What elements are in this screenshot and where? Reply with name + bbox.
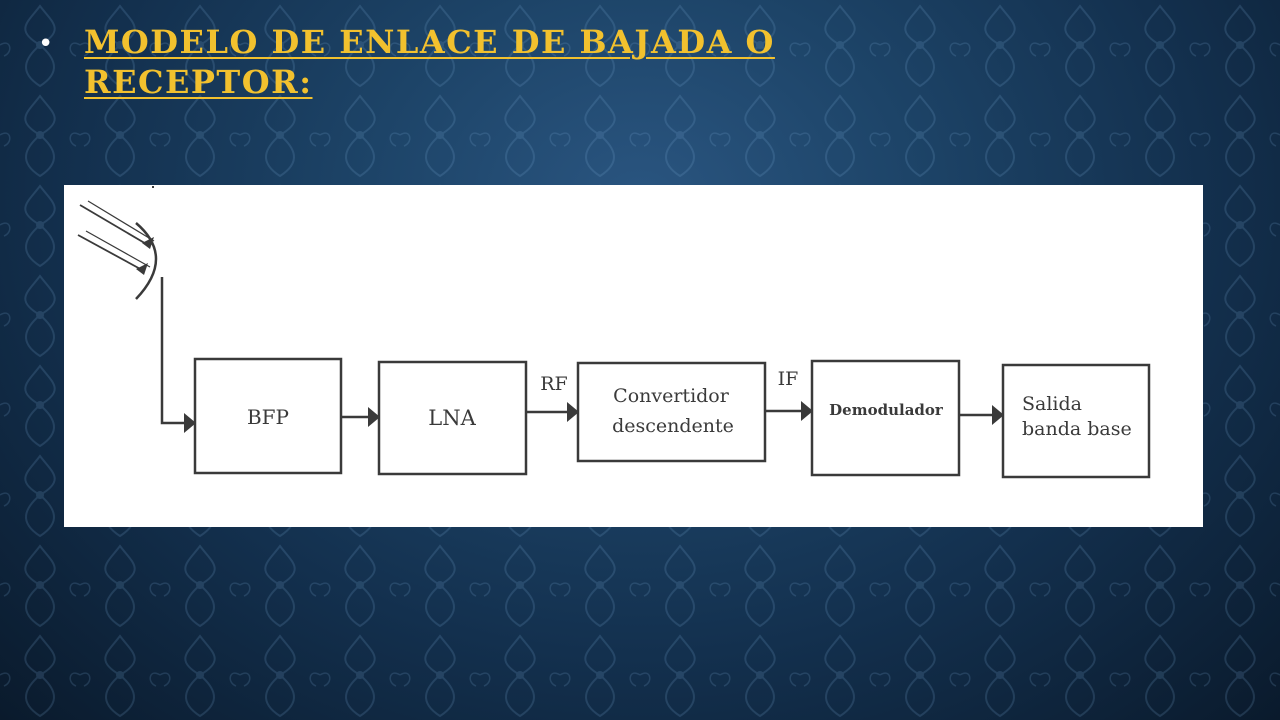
convertidor-label-line1: Convertidor <box>613 385 730 407</box>
rf-label: RF <box>540 373 568 395</box>
demodulador-block <box>810 359 961 477</box>
if-label: IF <box>778 368 799 390</box>
lna-label: LNA <box>428 406 476 430</box>
satellite-dish-icon <box>77 186 158 300</box>
arrow-to-demodulador <box>801 401 813 421</box>
arrow-to-salida <box>992 405 1004 425</box>
title-bullet: • <box>38 29 54 59</box>
arrow-to-convertidor <box>567 402 579 422</box>
demodulador-label: Demodulador <box>829 401 944 419</box>
block-diagram-canvas: BFP LNA Convertidor descendente Demodula… <box>77 186 1151 479</box>
convertidor-block <box>576 361 767 463</box>
antenna-feed-line <box>160 277 184 425</box>
slide-title-block: • MODELO DE ENLACE DE BAJADA O RECEPTOR: <box>38 22 938 102</box>
bfp-label: BFP <box>247 405 289 429</box>
salida-label-line2: banda base <box>1022 418 1132 440</box>
arrow-to-bfp <box>184 413 196 433</box>
salida-label-line1: Salida <box>1022 393 1082 415</box>
slide-title: MODELO DE ENLACE DE BAJADA O RECEPTOR: <box>84 23 775 101</box>
receiver-block-diagram: BFP LNA Convertidor descendente Demodula… <box>64 185 1203 527</box>
lna-block <box>377 360 528 476</box>
salida-block <box>1001 363 1151 479</box>
arrow-to-lna <box>368 407 380 427</box>
convertidor-label-line2: descendente <box>612 415 734 437</box>
